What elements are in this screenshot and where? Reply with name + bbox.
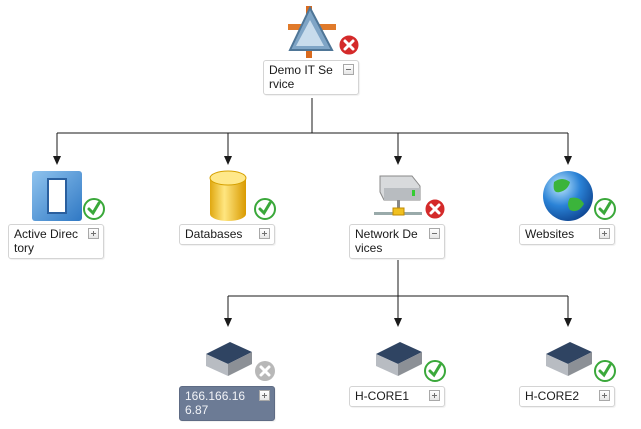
node-label-box[interactable]: H-CORE1 — [349, 386, 445, 407]
arrowhead-icon — [394, 318, 402, 327]
collapse-button[interactable] — [343, 64, 354, 75]
node-label-box[interactable]: 166.166.166.87 — [179, 386, 275, 421]
ok-status-icon — [594, 198, 616, 220]
node-label: Demo IT Service — [269, 63, 333, 91]
arrowhead-icon — [564, 318, 572, 327]
expand-button[interactable] — [599, 228, 610, 239]
expand-button[interactable] — [88, 228, 99, 239]
node-label: H-CORE1 — [355, 389, 410, 403]
database-icon[interactable] — [200, 168, 256, 224]
ok-status-icon — [594, 360, 616, 382]
collapse-button[interactable] — [429, 228, 440, 239]
server-icon[interactable] — [540, 330, 596, 386]
node-label: Network Devices — [355, 227, 418, 255]
error-status-icon — [424, 198, 446, 220]
node-label: Websites — [525, 227, 575, 241]
node-label-box[interactable]: Network Devices — [349, 224, 445, 259]
arrowhead-icon — [224, 156, 232, 165]
network-device-icon[interactable] — [370, 168, 426, 224]
arrowhead-icon — [394, 156, 402, 165]
node-label-box[interactable]: Active Directory — [8, 224, 104, 259]
arrowhead-icon — [564, 156, 572, 165]
ok-status-icon — [83, 198, 105, 220]
globe-icon[interactable] — [540, 168, 596, 224]
node-label: Active Directory — [14, 227, 79, 255]
expand-button[interactable] — [259, 390, 270, 401]
node-label-box[interactable]: H-CORE2 — [519, 386, 615, 407]
node-label: 166.166.166.87 — [185, 389, 246, 417]
arrowhead-icon — [53, 156, 61, 165]
node-label: H-CORE2 — [525, 389, 580, 403]
node-label-box[interactable]: Demo IT Service — [263, 60, 359, 95]
service-icon[interactable] — [284, 4, 340, 60]
server-icon[interactable] — [200, 330, 256, 386]
ok-status-icon — [254, 198, 276, 220]
error-status-icon — [338, 34, 360, 56]
expand-button[interactable] — [429, 390, 440, 401]
directory-icon[interactable] — [29, 168, 85, 224]
server-icon[interactable] — [370, 330, 426, 386]
arrowhead-icon — [224, 318, 232, 327]
node-label-box[interactable]: Databases — [179, 224, 275, 245]
expand-button[interactable] — [259, 228, 270, 239]
ok-status-icon — [424, 360, 446, 382]
node-label: Databases — [185, 227, 243, 241]
expand-button[interactable] — [599, 390, 610, 401]
unknown-status-icon — [254, 360, 276, 382]
node-label-box[interactable]: Websites — [519, 224, 615, 245]
